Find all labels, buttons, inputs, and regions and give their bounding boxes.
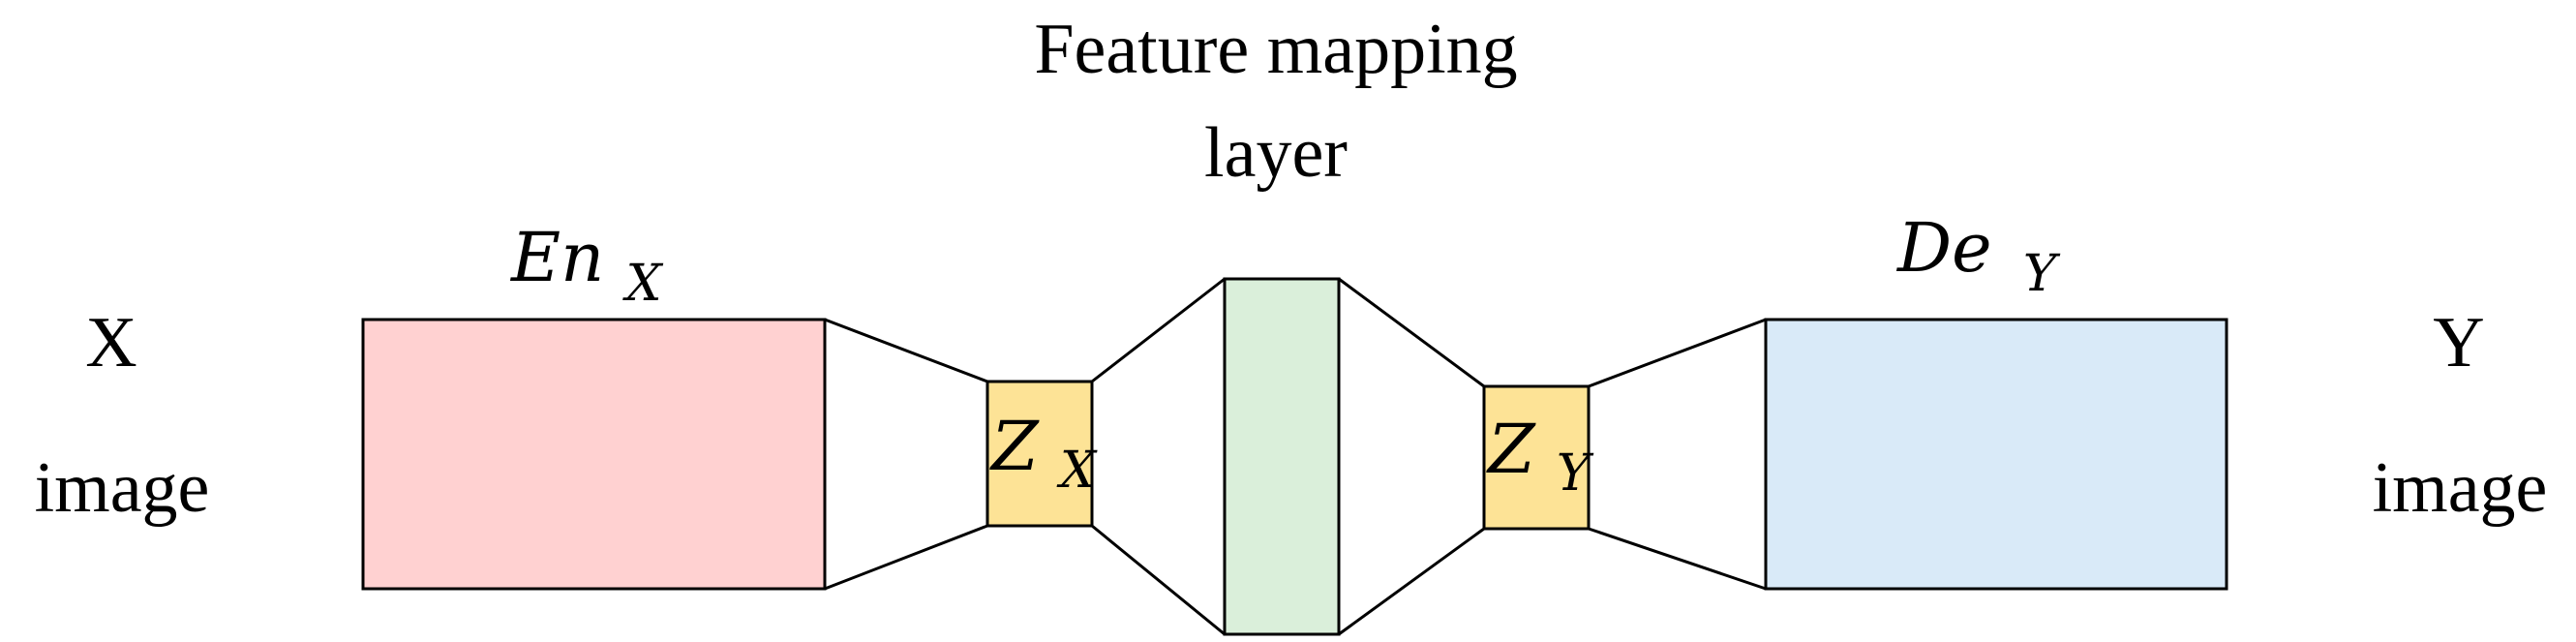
encoder-block bbox=[361, 318, 827, 591]
title-line-1: Feature mapping bbox=[1034, 10, 1517, 89]
zx-to-mapping-top bbox=[1091, 277, 1226, 383]
latent-zy-label-subscript: Y bbox=[1557, 444, 1594, 503]
latent-zx-label-base: Z bbox=[989, 407, 1040, 486]
encoder-label-base: En bbox=[509, 218, 604, 297]
input-symbol: X bbox=[85, 303, 136, 382]
title-line-2: layer bbox=[1204, 113, 1348, 193]
latent-zy-label: Z Y bbox=[1486, 410, 1594, 503]
zy-to-decoder-top bbox=[1588, 318, 1767, 388]
zy-to-decoder-bottom bbox=[1588, 527, 1767, 591]
decoder-label: De Y bbox=[1895, 208, 2061, 303]
decoder-label-subscript: Y bbox=[2023, 245, 2061, 303]
latent-zx-block bbox=[985, 380, 1094, 528]
encoder-label-subscript: X bbox=[621, 255, 663, 313]
latent-zx-label-subscript: X bbox=[1056, 442, 1098, 500]
output-label: image bbox=[2373, 448, 2548, 528]
feature-mapping-layer-block bbox=[1223, 277, 1341, 636]
zx-to-mapping-bottom bbox=[1091, 524, 1226, 636]
input-label: image bbox=[35, 448, 210, 528]
encoder-to-zx-top bbox=[824, 318, 988, 383]
mapping-to-zy-top bbox=[1338, 277, 1485, 388]
encoder-to-zx-bottom bbox=[824, 524, 988, 591]
encoder-label: En X bbox=[509, 218, 663, 313]
decoder-block bbox=[1764, 318, 2228, 591]
decoder-label-base: De bbox=[1895, 208, 1992, 288]
latent-zx-label: Z X bbox=[989, 407, 1098, 500]
connection-lines bbox=[824, 277, 1767, 636]
mapping-to-zy-bottom bbox=[1338, 527, 1485, 636]
latent-zy-block bbox=[1482, 384, 1591, 531]
output-symbol: Y bbox=[2433, 303, 2484, 382]
latent-zy-label-base: Z bbox=[1486, 410, 1536, 489]
